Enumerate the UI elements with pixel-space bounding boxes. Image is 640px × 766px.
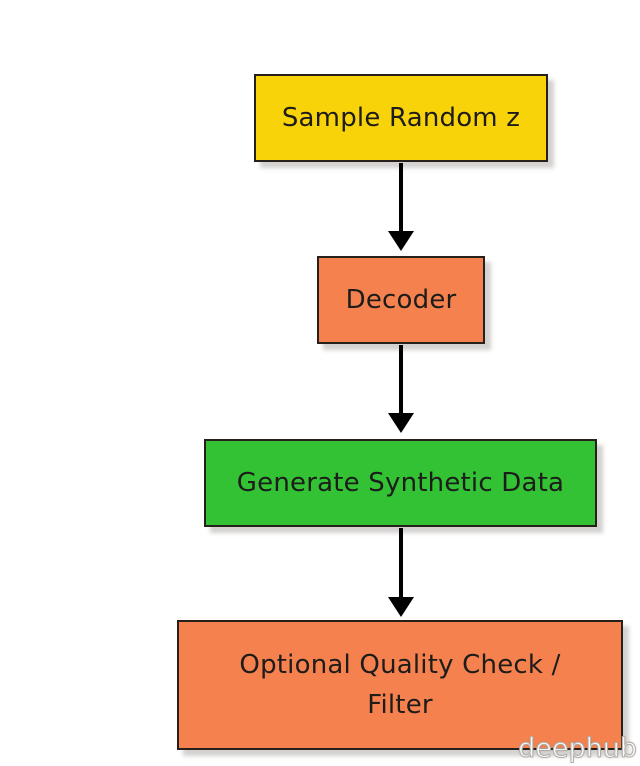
node-generate-synthetic-data: Generate Synthetic Data bbox=[204, 439, 597, 527]
node-optional-quality-check-filter: Optional Quality Check / Filter bbox=[177, 620, 623, 750]
node-optional-quality-check-filter-label: Optional Quality Check / Filter bbox=[239, 645, 560, 725]
node-decoder-label: Decoder bbox=[345, 285, 457, 315]
arrow-generate-to-filter-head-icon bbox=[388, 597, 414, 617]
node-sample-random-z-label: Sample Random z bbox=[281, 103, 521, 133]
node-generate-synthetic-data-label: Generate Synthetic Data bbox=[236, 468, 565, 498]
arrow-decoder-to-generate-line bbox=[399, 345, 403, 414]
node-sample-random-z: Sample Random z bbox=[254, 74, 548, 162]
watermark: deephub bbox=[518, 733, 638, 765]
arrow-generate-to-filter-line bbox=[399, 528, 403, 598]
node-optional-quality-check-filter-label-line1: Optional Quality Check / bbox=[239, 650, 561, 680]
node-decoder: Decoder bbox=[317, 256, 485, 344]
node-optional-quality-check-filter-label-line2: Filter bbox=[367, 690, 433, 720]
arrow-decoder-to-generate-head-icon bbox=[388, 413, 414, 433]
arrow-sample-to-decoder-line bbox=[399, 163, 403, 232]
arrow-sample-to-decoder-head-icon bbox=[388, 231, 414, 251]
